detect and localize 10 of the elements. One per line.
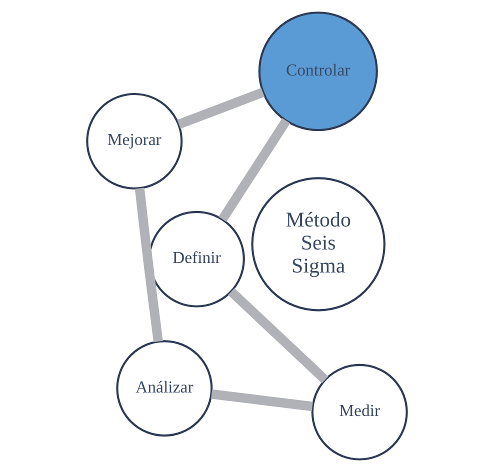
node-circle: Análizar — [116, 340, 212, 437]
connector — [176, 88, 264, 129]
connector — [228, 288, 328, 384]
connector — [210, 389, 312, 412]
node-circle: Mejorar — [86, 92, 182, 190]
connector — [134, 188, 162, 342]
node-circle: Medir — [310, 364, 408, 460]
node-circle: Método Seis Sigma — [250, 177, 385, 312]
node-circle: Controlar — [258, 12, 378, 132]
connector — [218, 118, 290, 222]
